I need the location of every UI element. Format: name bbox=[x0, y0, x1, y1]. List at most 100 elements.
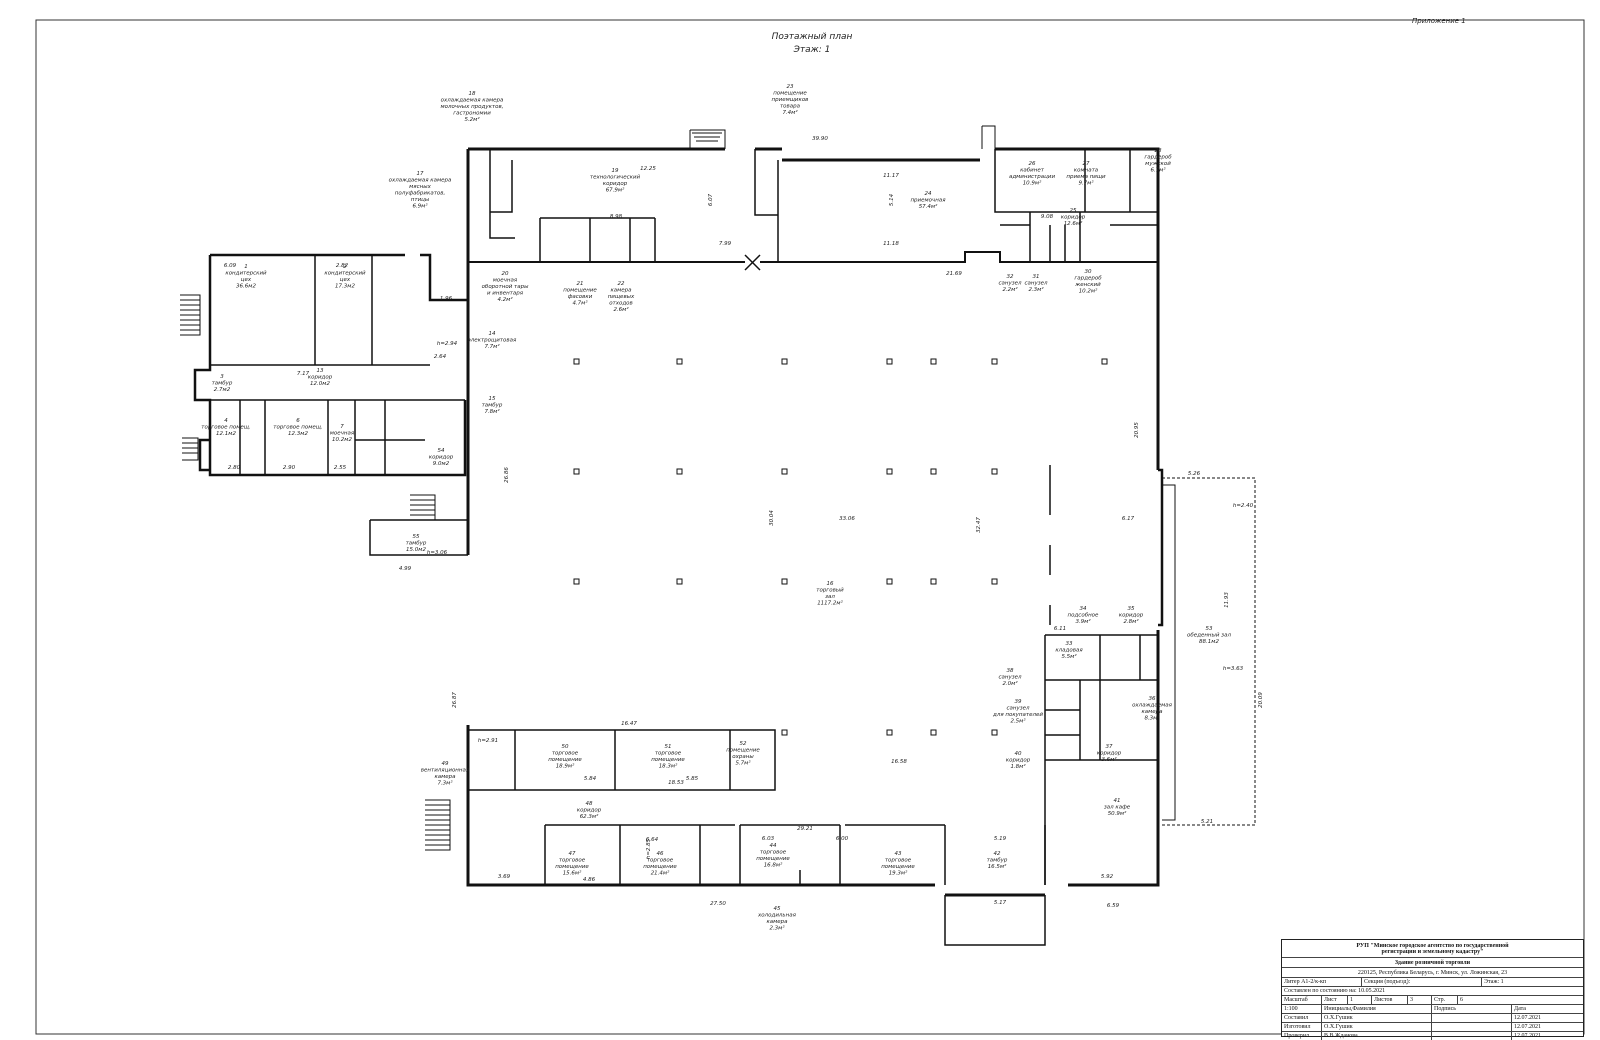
stamp-date-3: 12.07.2021 bbox=[1514, 1033, 1541, 1039]
dimension-label: h=2.94 bbox=[437, 341, 458, 347]
dimension-label: 11.17 bbox=[883, 173, 899, 179]
dimension-label: 29.21 bbox=[797, 826, 813, 832]
dimension-label: 3.69 bbox=[498, 874, 511, 880]
dimension-label: 39.90 bbox=[812, 136, 828, 142]
dimension-label: 5.17 bbox=[994, 900, 1007, 906]
dimension-label: 8.98 bbox=[610, 214, 623, 220]
stamp-name-1: О.Х.Гушик bbox=[1322, 1014, 1432, 1022]
plan-title: Поэтажный план bbox=[772, 32, 853, 42]
dimension-label: h=2.91 bbox=[478, 738, 498, 744]
dimension-label: 5.26 bbox=[1188, 471, 1201, 477]
stamp-role-2: Изготовил bbox=[1282, 1023, 1322, 1031]
dimension-label: 1.96 bbox=[440, 296, 453, 302]
dimension-label: h=3.06 bbox=[427, 550, 448, 556]
stamp-role-3: Проверил bbox=[1282, 1032, 1322, 1040]
stamp-page-value: 6 bbox=[1460, 997, 1463, 1003]
dimension-label: 11.93 bbox=[1224, 592, 1230, 608]
dimension-label: 27.50 bbox=[710, 901, 726, 907]
stamp-state: Составлен по состоянию на: 10.05.2021 bbox=[1284, 988, 1386, 994]
stamp-sheets-value: 3 bbox=[1408, 996, 1432, 1004]
stamp-scale-label: Масштаб bbox=[1282, 996, 1322, 1004]
stamp-org-line-1: РУП "Минское городское агентство по госу… bbox=[1356, 942, 1509, 949]
dimension-label: 5.14 bbox=[889, 193, 895, 206]
dimension-label: 30.04 bbox=[769, 510, 775, 526]
dimension-label: 2.82 bbox=[336, 263, 349, 269]
dimension-label: 4.99 bbox=[399, 566, 412, 572]
dimension-label: 2.64 bbox=[434, 354, 447, 360]
stamp-sheet-label: Лист bbox=[1322, 996, 1348, 1004]
stamp-col-date: Дата bbox=[1514, 1006, 1526, 1012]
stamp-col-sign: Подпись bbox=[1432, 1005, 1512, 1013]
stamp-name-2: О.Х.Гушик bbox=[1322, 1023, 1432, 1031]
dimension-label: 6.09 bbox=[224, 263, 237, 269]
dimension-label: 2.55 bbox=[334, 465, 347, 471]
stamp-role-1: Составил bbox=[1282, 1014, 1322, 1022]
dimension-label: 5.19 bbox=[994, 836, 1007, 842]
dimension-label: 26.86 bbox=[504, 467, 510, 483]
dimension-label: 5.85 bbox=[686, 776, 699, 782]
stamp-scale-value: 1:100 bbox=[1282, 1005, 1322, 1013]
stamp-org-line-2: регистрации и земельному кадастру" bbox=[1381, 948, 1484, 955]
dimension-label: 6.07 bbox=[708, 193, 714, 206]
dimension-label: h=3.63 bbox=[1223, 666, 1244, 672]
dimension-label: 6.11 bbox=[1054, 626, 1066, 632]
dimension-label: 6.59 bbox=[1107, 903, 1120, 909]
dimension-label: h=2.85 bbox=[646, 838, 652, 859]
stamp-address: 220125, Республика Беларусь, г. Минск, у… bbox=[1357, 969, 1508, 976]
dimension-label: 2.90 bbox=[283, 465, 296, 471]
dimension-label: 18.53 bbox=[668, 780, 684, 786]
stamp-sheet-value: 1 bbox=[1348, 996, 1372, 1004]
dimension-label: 5.84 bbox=[584, 776, 597, 782]
dimension-label: 26.87 bbox=[452, 692, 458, 708]
title-block-stamp: РУП "Минское городское агентство по госу… bbox=[1281, 939, 1584, 1040]
plan-floor: Этаж: 1 bbox=[793, 45, 831, 55]
dimension-label: 6.17 bbox=[1122, 516, 1135, 522]
attachment-label: Приложение 1 bbox=[1412, 17, 1466, 25]
stamp-name-3: В.В.Жданова bbox=[1322, 1032, 1432, 1040]
dimension-label: 4.86 bbox=[583, 877, 596, 883]
dimension-label: 20.09 bbox=[1258, 692, 1264, 708]
dimension-label: 9.08 bbox=[1041, 214, 1054, 220]
dimension-label: 5.92 bbox=[1101, 874, 1114, 880]
walls bbox=[180, 125, 1256, 946]
dimension-label: h=2.40 bbox=[1233, 503, 1254, 509]
